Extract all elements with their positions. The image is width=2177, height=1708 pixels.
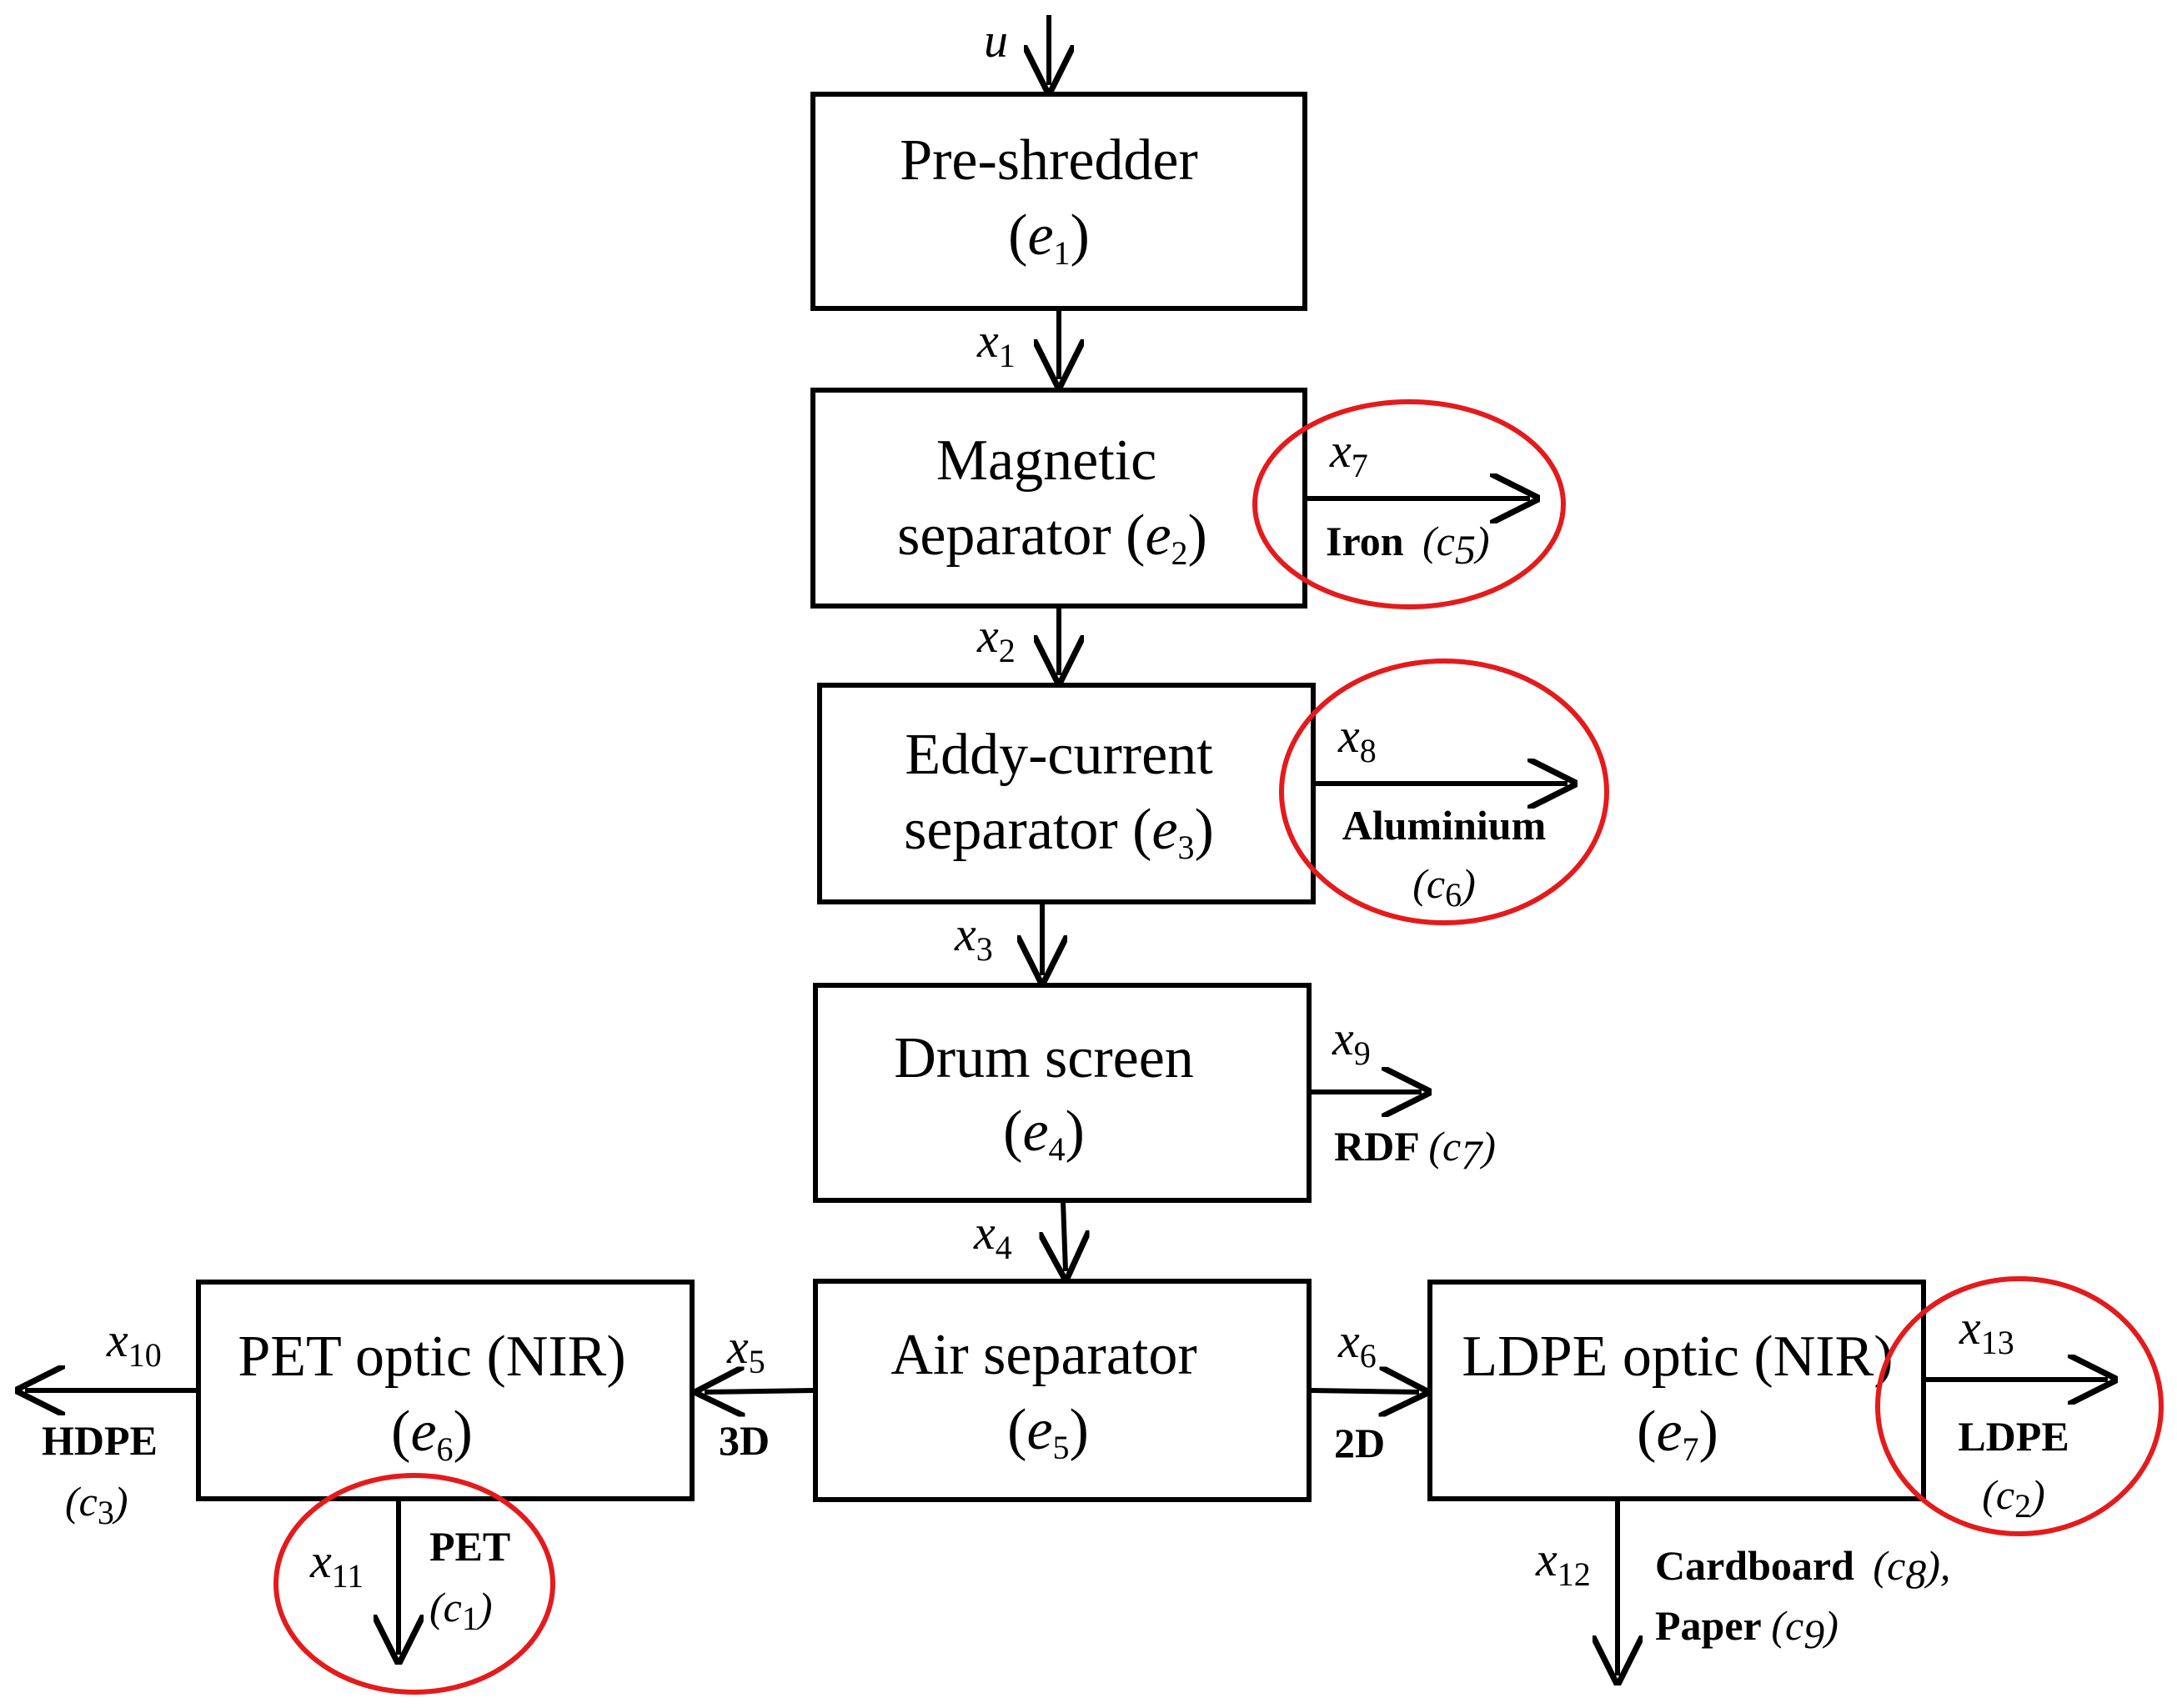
label-x13: x13 xyxy=(1959,1300,2014,1361)
arrow-x6 xyxy=(1310,1390,1419,1392)
box-e6: PET optic (NIR) (e6) xyxy=(196,1280,695,1501)
label-x12: x12 xyxy=(1535,1532,1591,1593)
flow-x11: x11 PET (c1) xyxy=(273,1473,555,1695)
flow-x7: x7 Iron (c5) xyxy=(1252,399,1566,609)
flow-x12: x12 Cardboard (c8), Paper (c9) xyxy=(1535,1500,1950,1675)
box-e2: Magnetic separator (e2) xyxy=(810,388,1307,609)
label-x2: x2 xyxy=(976,609,1016,669)
box-e3-frame xyxy=(817,683,1316,904)
box-e6-frame xyxy=(196,1280,695,1501)
flow-x2: x2 xyxy=(976,608,1059,675)
label-x11: x11 xyxy=(309,1534,364,1595)
box-e3-title-1: Eddy-current xyxy=(905,723,1213,787)
label-x10: x10 xyxy=(106,1313,162,1374)
box-e4: Drum screen (e4) xyxy=(813,983,1312,1203)
box-e2-title-2: separator (e2) xyxy=(897,503,1207,572)
output-aluminium-code: (c6) xyxy=(1412,860,1476,914)
box-e6-symbol: (e6) xyxy=(391,1400,473,1468)
label-x3: x3 xyxy=(954,907,993,968)
box-e5-title: Air separator xyxy=(890,1323,1196,1387)
box-e7-symbol: (e7) xyxy=(1637,1400,1718,1468)
box-e7: LDPE optic (NIR) (e7) xyxy=(1427,1280,1926,1501)
label-u: u xyxy=(984,13,1008,68)
flow-x13: x13 LDPE (c2) xyxy=(1875,1276,2164,1536)
flow-x10: x10 HDPE (c3) xyxy=(25,1313,197,1531)
output-pet-code: (c1) xyxy=(429,1584,493,1637)
label-x7: x7 xyxy=(1329,423,1368,484)
tag-3d: 3D xyxy=(719,1417,770,1464)
label-x5: x5 xyxy=(726,1320,765,1380)
output-iron: Iron (c5) xyxy=(1326,518,1490,573)
output-hdpe: HDPE xyxy=(42,1417,158,1464)
label-x8: x8 xyxy=(1337,709,1377,769)
box-e4-frame xyxy=(813,983,1312,1203)
label-x9: x9 xyxy=(1332,1011,1371,1072)
flow-x5: x5 3D xyxy=(705,1320,815,1464)
arrow-x5 xyxy=(705,1390,815,1392)
label-x1: x1 xyxy=(976,313,1016,374)
box-e1-frame xyxy=(810,92,1307,311)
box-e5-frame xyxy=(813,1279,1312,1502)
box-e2-frame xyxy=(810,388,1307,609)
box-e1-title: Pre-shredder xyxy=(900,128,1198,193)
box-e5: Air separator (e5) xyxy=(813,1279,1312,1502)
label-x6: x6 xyxy=(1337,1314,1377,1375)
box-e7-title: LDPE optic (NIR) xyxy=(1462,1325,1893,1389)
flow-x9: x9 RDF (c7) xyxy=(1311,1011,1496,1178)
box-e4-title: Drum screen xyxy=(894,1026,1194,1090)
arrow-x4 xyxy=(1063,1201,1066,1271)
output-hdpe-code: (c3) xyxy=(65,1478,128,1531)
box-e3: Eddy-current separator (e3) xyxy=(817,683,1316,904)
box-e2-title-1: Magnetic xyxy=(936,428,1156,493)
flow-x4: x4 xyxy=(973,1201,1066,1271)
box-e1-symbol: (e1) xyxy=(1008,203,1090,272)
output-pet: PET xyxy=(429,1523,510,1570)
output-rdf: RDF (c7) xyxy=(1334,1123,1496,1178)
box-e5-symbol: (e5) xyxy=(1007,1398,1089,1466)
highlight-circle-pet xyxy=(273,1473,555,1695)
highlight-circle-aluminium xyxy=(1279,659,1609,925)
flow-x6: x6 2D xyxy=(1310,1314,1419,1466)
input-flow-u: u xyxy=(984,13,1049,85)
box-e1: Pre-shredder (e1) xyxy=(810,92,1307,311)
highlight-circle-iron xyxy=(1252,399,1566,609)
flow-x3: x3 xyxy=(954,904,1042,975)
output-cardboard: Cardboard (c8), xyxy=(1655,1542,1950,1597)
box-e3-title-2: separator (e3) xyxy=(904,798,1214,866)
box-e6-title: PET optic (NIR) xyxy=(238,1325,625,1389)
output-aluminium: Aluminium xyxy=(1342,802,1547,849)
highlight-circle-ldpe xyxy=(1875,1276,2164,1536)
output-ldpe-code: (c2) xyxy=(1982,1471,2045,1525)
output-paper: Paper (c9) xyxy=(1655,1602,1838,1657)
box-e7-frame xyxy=(1427,1280,1926,1501)
box-e4-symbol: (e4) xyxy=(1003,1099,1085,1168)
label-x4: x4 xyxy=(973,1205,1012,1266)
flow-x1: x1 xyxy=(976,310,1059,379)
tag-2d: 2D xyxy=(1334,1420,1385,1466)
flow-x8: x8 Aluminium (c6) xyxy=(1279,659,1609,925)
output-ldpe: LDPE xyxy=(1958,1413,2069,1460)
